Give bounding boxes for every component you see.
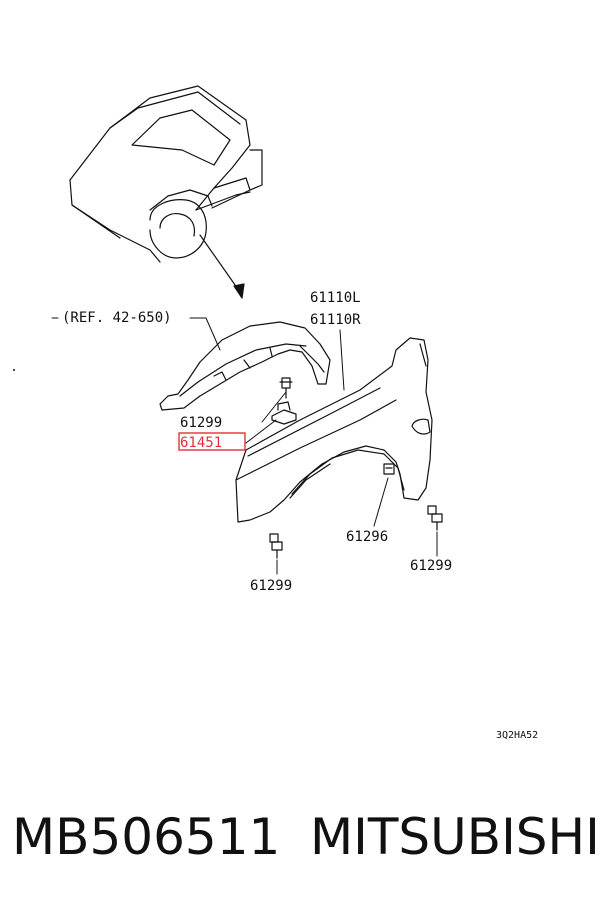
- parts-diagram: (REF. 42-650) 61110L 61110R 61299 61451 …: [13, 85, 538, 741]
- label-61110r: 61110R: [310, 312, 361, 328]
- label-61451: 61451: [180, 435, 222, 451]
- highlight-box: [178, 432, 246, 451]
- label-61296: 61296: [346, 529, 388, 545]
- footer: MB506511 MITSUBISHI: [12, 800, 600, 880]
- pointer-arrow: [199, 234, 245, 299]
- part-number: MB506511: [12, 808, 281, 866]
- label-61110l: 61110L: [310, 290, 361, 306]
- drawing-code: 3Q2HA52: [496, 730, 538, 741]
- label-61299-lower-right: 61299: [410, 558, 452, 574]
- clip-61451: [271, 401, 297, 425]
- fastener-61299-lower-right: [427, 505, 443, 531]
- label-61299-lower-left: 61299: [250, 578, 292, 594]
- fastener-61299-lower-left: [269, 533, 283, 559]
- leader-lines: [51, 317, 438, 575]
- label-61299-upper: 61299: [180, 415, 222, 431]
- fender-liner: [159, 321, 331, 411]
- front-fender: [235, 337, 433, 523]
- fastener-61299-upper: [279, 377, 293, 399]
- car-illustration: [69, 85, 263, 263]
- brand-name: MITSUBISHI: [310, 808, 600, 866]
- label-ref: (REF. 42-650): [62, 310, 172, 326]
- fastener-61296: [383, 463, 395, 475]
